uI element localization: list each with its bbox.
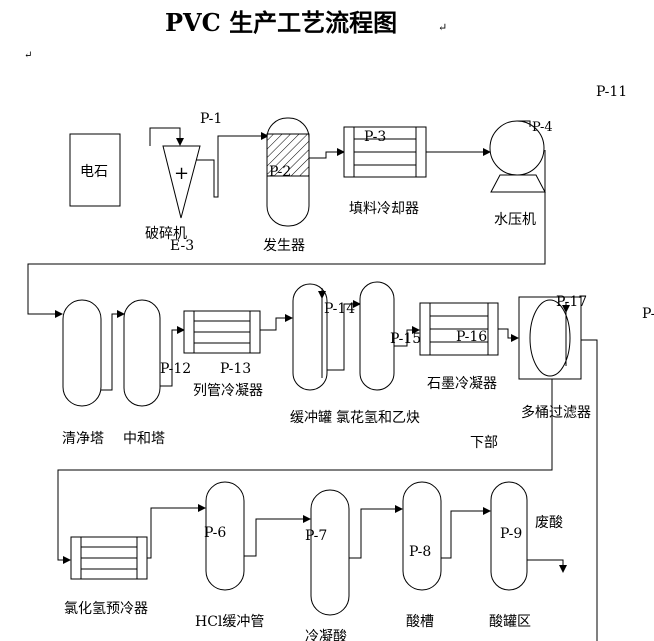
- pipe-neutral-condenser: [160, 326, 185, 387]
- label-p-truncated: P-: [642, 306, 654, 322]
- multi-filter-label: 多桶过滤器: [521, 404, 591, 421]
- graphite-condenser-label: 石墨冷凝器: [427, 376, 497, 392]
- hcl-acetylene-mixer: [359, 281, 395, 391]
- pipe-precooler-hclbuffer: [147, 504, 206, 559]
- label-p11: P-11: [596, 84, 627, 100]
- pipe-filter-side: [581, 339, 598, 641]
- pipe-condenser-buffer: [260, 314, 293, 331]
- acid-tank-label: 酸槽: [406, 614, 434, 630]
- pipe-filter-row3: [57, 379, 553, 564]
- pipe-graphite-filter: [498, 328, 519, 342]
- hcl-acetylene-label: 氯花氢和乙炔: [336, 410, 420, 426]
- hcl-buffer-vessel: [205, 481, 245, 591]
- pipe-crusher-generator: [196, 132, 269, 198]
- pipe-clean-neutral: [101, 310, 125, 391]
- label-p2: P-2: [269, 164, 291, 180]
- neutral-tower-label: 中和塔: [123, 431, 165, 447]
- pipe-waste-acid: [527, 559, 567, 573]
- label-p7: P-7: [305, 528, 327, 544]
- compressor-base: [490, 174, 546, 193]
- label-e3: E-3: [170, 238, 194, 254]
- pipe-mixer-graphite: [394, 326, 420, 347]
- pipe-compressor-row2: [27, 150, 546, 318]
- crusher-plus: +: [174, 163, 189, 184]
- paragraph-mark: ↵: [24, 50, 32, 61]
- crusher-funnel: [162, 145, 201, 219]
- label-p14: P-14: [324, 301, 355, 317]
- packed-cooler-label: 填料冷却器: [349, 201, 419, 217]
- label-p4: P-4: [532, 120, 553, 135]
- label-p6: P-6: [204, 525, 226, 541]
- label-p9: P-9: [500, 526, 522, 542]
- condensed-acid-label: 冷凝酸: [305, 629, 347, 641]
- generator-label: 发生器: [263, 238, 305, 254]
- clean-tower: [62, 299, 102, 407]
- generator-hatch: [266, 133, 310, 177]
- waste-acid-label: 废酸: [535, 515, 563, 531]
- pipe-buffer-mixer: [327, 300, 361, 371]
- acid-tank-area-label: 酸罐区: [489, 614, 531, 630]
- label-p16: P-16: [456, 329, 487, 345]
- label-p15: P-15: [390, 331, 421, 347]
- bottom-label: 下部: [470, 435, 498, 451]
- pipe-hclbuffer-condacid: [244, 515, 311, 557]
- neutral-tower: [123, 299, 161, 407]
- clean-tower-label: 清净塔: [62, 431, 104, 447]
- label-p13: P-13: [220, 361, 251, 377]
- pipe-generator-cooler: [309, 148, 345, 159]
- label-p12: P-12: [160, 361, 191, 377]
- hcl-buffer-label: HCl缓冲管: [195, 614, 264, 630]
- pipe-into-crusher: [149, 127, 184, 146]
- carbide-box: [69, 133, 121, 207]
- paragraph-mark: ↵: [438, 21, 447, 34]
- buffer-tank: [292, 283, 328, 391]
- page-title: PVC 生产工艺流程图: [165, 8, 397, 37]
- tube-condenser-label: 列管冷凝器: [193, 383, 263, 399]
- label-p3: P-3: [364, 129, 386, 145]
- condensed-acid-vessel: [310, 489, 350, 616]
- label-p1: P-1: [200, 111, 222, 127]
- pipe-condacid-acidtank: [349, 505, 403, 559]
- label-p17: P-17: [556, 294, 587, 310]
- label-p8: P-8: [409, 544, 431, 560]
- acid-tank: [402, 481, 442, 591]
- compressor-label: 水压机: [494, 212, 536, 228]
- compressor-outlet: [517, 120, 531, 127]
- carbide-label: 电石: [80, 164, 108, 180]
- acid-tank-area-vessel: [490, 481, 528, 591]
- buffer-tank-label: 缓冲罐: [290, 410, 332, 426]
- hcl-precooler-label: 氯化氢预冷器: [64, 601, 148, 617]
- pipe-acidtank-area: [441, 507, 491, 559]
- crusher-label: 破碎机: [145, 226, 187, 242]
- filter-barrel: [529, 299, 571, 377]
